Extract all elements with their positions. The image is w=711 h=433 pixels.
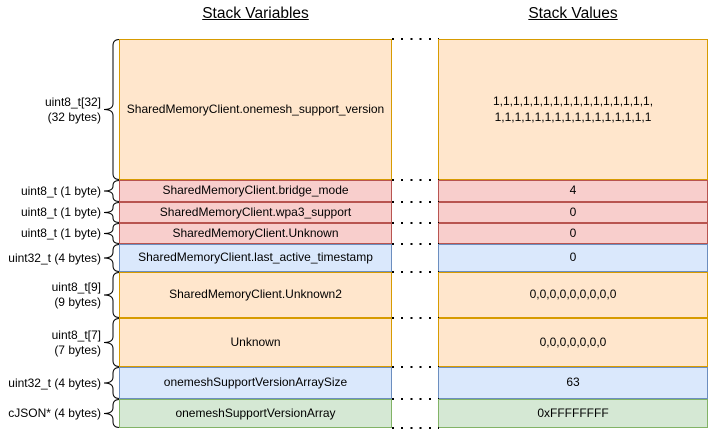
value-cell: 0 <box>438 244 708 272</box>
variable-cell: SharedMemoryClient.last_active_timestamp <box>119 244 392 272</box>
variable-cell: SharedMemoryClient.onemesh_support_versi… <box>119 39 392 180</box>
row-brace <box>103 399 120 428</box>
dotted-connector <box>392 317 439 319</box>
value-cell: 4 <box>438 180 708 202</box>
dotted-connector <box>392 201 439 203</box>
type-size-label: uint8_t (1 byte) <box>20 205 101 219</box>
row-brace <box>103 202 120 223</box>
dotted-connector <box>392 271 439 273</box>
type-size-label: uint8_t[7] (7 bytes) <box>51 327 101 357</box>
value-cell: 0,0,0,0,0,0,0,0,0 <box>438 272 708 318</box>
value-cell: 63 <box>438 367 708 399</box>
stack-values-header: Stack Values <box>528 5 618 22</box>
type-size-label: uint32_t (4 bytes) <box>8 375 101 390</box>
value-cell: 0xFFFFFFFF <box>438 399 708 428</box>
row-brace <box>103 39 120 180</box>
dotted-connector <box>392 38 439 40</box>
variable-cell: onemeshSupportVersionArray <box>119 399 392 428</box>
variable-cell: SharedMemoryClient.Unknown <box>119 223 392 244</box>
value-cell: 0 <box>438 223 708 244</box>
variable-cell: SharedMemoryClient.Unknown2 <box>119 272 392 318</box>
type-size-label: cJSON* (4 bytes) <box>8 406 101 420</box>
variable-cell: SharedMemoryClient.wpa3_support <box>119 202 392 223</box>
type-size-label: uint8_t[32] (32 bytes) <box>44 94 101 124</box>
dotted-connector <box>392 179 439 181</box>
variable-cell: onemeshSupportVersionArraySize <box>119 367 392 399</box>
row-brace <box>103 318 120 367</box>
type-size-label: uint32_t (4 bytes) <box>8 250 101 265</box>
type-size-label: uint8_t (1 byte) <box>20 183 101 198</box>
variable-cell: Unknown <box>119 318 392 367</box>
row-brace <box>103 244 120 272</box>
value-cell: 1,1,1,1,1,1,1,1,1,1,1,1,1,1,1,1, 1,1,1,1… <box>438 39 708 180</box>
row-brace <box>103 180 120 202</box>
type-size-label: uint8_t (1 byte) <box>20 226 101 240</box>
row-brace <box>103 367 120 399</box>
dotted-connector <box>392 366 439 368</box>
row-brace <box>103 272 120 318</box>
value-cell: 0,0,0,0,0,0,0 <box>438 318 708 367</box>
type-size-label: uint8_t[9] (9 bytes) <box>51 280 101 309</box>
value-cell: 0 <box>438 202 708 223</box>
dotted-connector <box>392 427 439 429</box>
variable-cell: SharedMemoryClient.bridge_mode <box>119 180 392 202</box>
stack-variables-header: Stack Variables <box>202 5 309 22</box>
row-brace <box>103 223 120 244</box>
dotted-connector <box>392 398 439 400</box>
dotted-connector <box>392 222 439 224</box>
dotted-connector <box>392 243 439 245</box>
